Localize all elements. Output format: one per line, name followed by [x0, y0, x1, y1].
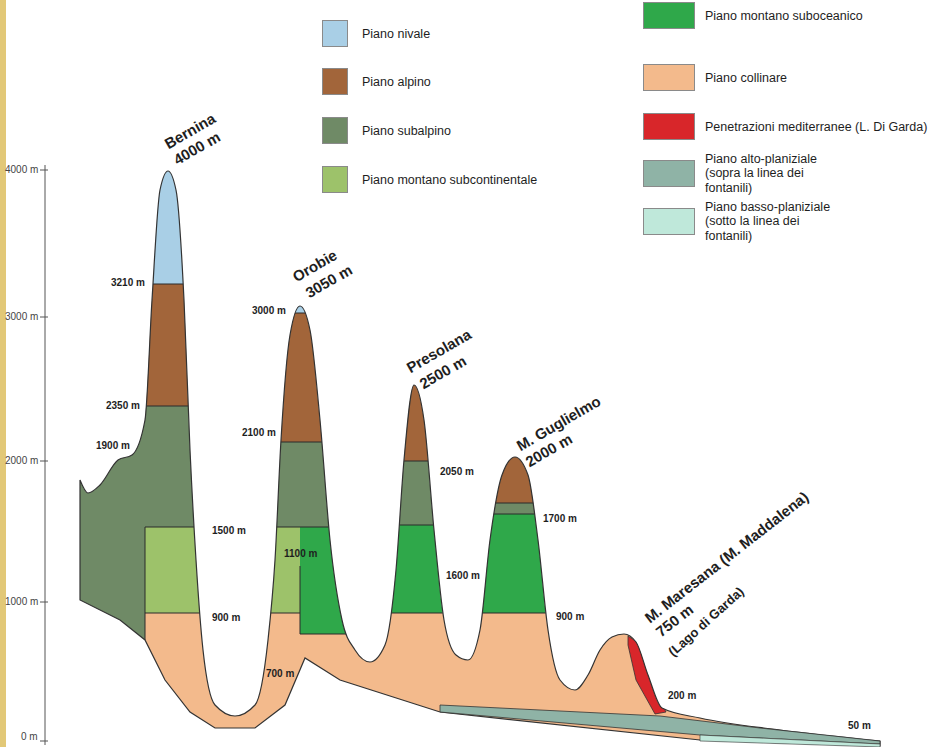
belt-fill [300, 634, 350, 747]
legend-text: Piano nivale [362, 27, 430, 41]
belt-fill [300, 313, 350, 442]
legend-text: Piano alpino [362, 75, 431, 89]
belt-fill [350, 0, 460, 461]
legend-text: Piano collinare [705, 71, 787, 85]
legend-swatch [322, 166, 348, 193]
basso-planiziale-band [700, 735, 880, 747]
altitude-label: 2350 m [106, 400, 140, 412]
belt-fill [460, 514, 595, 613]
belt-fill [145, 406, 205, 527]
belt-fill [460, 0, 595, 503]
legend-swatch [322, 20, 348, 47]
legend-swatch [643, 2, 695, 29]
legend-swatch [322, 117, 348, 144]
belt-boundary [300, 566, 301, 634]
belt-fill [145, 284, 205, 406]
belt-boundary [300, 527, 350, 528]
belt-boundary [350, 461, 460, 462]
altitude-label: 2100 m [242, 427, 276, 439]
belt-boundary [145, 284, 205, 285]
altitude-label: 3000 m [252, 305, 286, 317]
altitude-label: 1600 m [446, 570, 480, 582]
belt-boundary [300, 442, 350, 443]
legend-swatch [643, 64, 695, 91]
axis-label: 0 m [21, 731, 38, 743]
terrain-outline [80, 171, 880, 746]
belt-fill [205, 527, 300, 613]
belt-fill [460, 503, 595, 514]
altitude-axis [40, 165, 48, 745]
altitude-label: 2050 m [440, 466, 474, 478]
belt-boundary [145, 527, 205, 528]
axis-label: 3000 m [5, 311, 38, 323]
belt-fill [145, 613, 205, 747]
altitude-label: 1900 m [96, 440, 130, 452]
legend-text: Piano basso-planiziale (sotto la linea d… [705, 200, 845, 243]
axis-label: 2000 m [5, 455, 38, 467]
legend-swatch [643, 160, 695, 187]
belt-boundary [300, 313, 350, 314]
belt-fill [350, 613, 460, 747]
alto-planiziale-band [440, 705, 880, 744]
belt-boundary [145, 406, 205, 407]
altitude-label: 1700 m [543, 513, 577, 525]
legend-swatch [322, 68, 348, 95]
belt-boundary [145, 613, 205, 614]
belt-fill [205, 0, 300, 313]
altitude-label: 900 m [556, 611, 584, 623]
altitude-label: 900 m [212, 612, 240, 624]
belt-boundary [205, 442, 300, 443]
belt-fill [145, 527, 205, 613]
belt-boundary [460, 503, 595, 504]
axis-label: 1000 m [5, 596, 38, 608]
legend-swatch [643, 113, 695, 140]
mediterranean-wedge [628, 636, 666, 714]
legend-text: Piano montano subcontinentale [362, 173, 537, 187]
belt-fill [205, 442, 300, 527]
belt-boundary [145, 527, 146, 640]
legend-swatch [643, 208, 695, 235]
altitude-label: 1500 m [212, 525, 246, 537]
belt-fill [300, 527, 350, 634]
altitude-label: 3210 m [111, 277, 145, 289]
legend-text: Penetrazioni mediterranee (L. Di Garda) [705, 120, 927, 134]
altitude-label: 700 m [266, 668, 294, 680]
belt-fill [595, 0, 947, 747]
legend-text: Piano subalpino [362, 124, 451, 138]
altitude-label: 200 m [668, 690, 696, 702]
belt-fill [205, 613, 300, 747]
belt-fill [350, 525, 460, 613]
axis-label: 4000 m [5, 164, 38, 176]
altitude-label: 50 m [848, 720, 871, 732]
altitude-label: 1100 m [284, 548, 317, 560]
paper-border [0, 0, 6, 747]
belt-boundary [300, 634, 350, 635]
belt-fill [0, 0, 145, 747]
belt-boundary [350, 525, 460, 526]
legend-text: Piano alto-planiziale (sopra la linea de… [705, 152, 840, 195]
legend-text: Piano montano suboceanico [705, 9, 863, 23]
